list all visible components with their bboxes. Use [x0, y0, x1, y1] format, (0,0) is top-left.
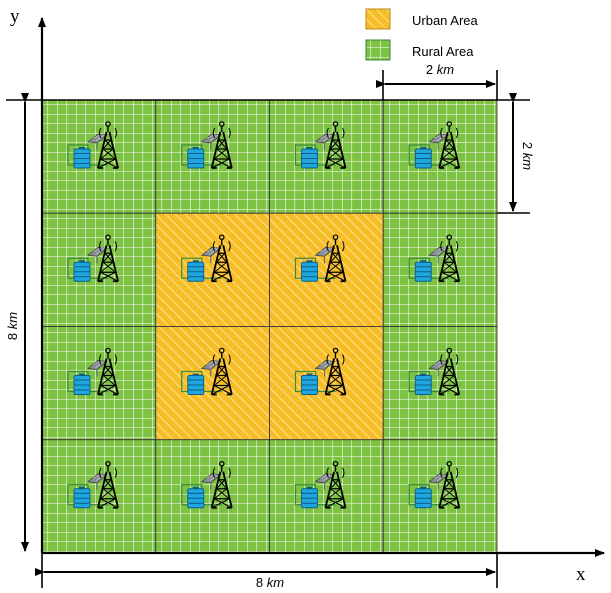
total-width-value: 8: [256, 575, 263, 590]
battery-icon: [187, 259, 205, 282]
legend-urban-label: Urban Area: [412, 13, 479, 28]
battery-icon: [414, 146, 432, 169]
cell-height-value: 2: [520, 142, 535, 149]
urban-area-cell: [269, 326, 384, 441]
rural-area-cell: [269, 99, 384, 214]
legend: Urban Area Rural Area: [365, 8, 479, 61]
battery-icon: [187, 146, 205, 169]
battery-icon: [187, 373, 205, 395]
battery-icon: [414, 373, 432, 395]
total-width-unit: km: [267, 575, 285, 590]
svg-text:2 km: 2 km: [426, 62, 454, 77]
rural-area-cell: [41, 326, 157, 441]
battery-icon: [301, 486, 318, 509]
total-height-dimension: 8 km: [5, 93, 29, 552]
svg-text:8 km: 8 km: [256, 575, 284, 590]
rural-area-cell: [41, 212, 157, 327]
battery-icon: [301, 146, 318, 169]
total-height-unit: km: [5, 312, 20, 330]
svg-text:8 km: 8 km: [5, 312, 20, 340]
battery-icon: [73, 146, 91, 169]
total-width-dimension: 8 km: [35, 568, 496, 590]
rural-area-cell: [269, 439, 384, 554]
svg-text:2 km: 2 km: [520, 142, 535, 170]
rural-area-cell: [382, 212, 498, 327]
battery-icon: [414, 259, 432, 282]
rural-area-cell: [155, 99, 270, 214]
cell-height-dimension: 2 km: [509, 93, 535, 212]
x-axis-label: x: [576, 564, 586, 585]
cell-width-dimension: 2 km: [376, 62, 496, 88]
battery-icon: [187, 486, 205, 509]
rural-area-cell: [41, 99, 157, 214]
cell-height-unit: km: [520, 153, 535, 171]
legend-rural-label: Rural Area: [412, 44, 474, 59]
battery-icon: [414, 486, 432, 509]
rural-area-cell: [382, 439, 498, 554]
rural-area-cell: [155, 439, 270, 554]
urban-area-cell: [155, 212, 270, 327]
y-axis-label: y: [10, 6, 20, 27]
battery-icon: [73, 486, 91, 509]
battery-icon: [73, 259, 91, 282]
total-height-value: 8: [5, 333, 20, 340]
rural-area-cell: [382, 99, 498, 214]
cell-width-value: 2: [426, 62, 433, 77]
rural-area-cell: [41, 439, 157, 554]
cell-width-unit: km: [437, 62, 455, 77]
rural-area-cell: [382, 326, 498, 441]
legend-urban-swatch: [365, 8, 391, 30]
urban-area-cell: [269, 212, 384, 327]
battery-icon: [301, 259, 318, 282]
battery-icon: [73, 373, 91, 395]
urban-area-cell: [155, 326, 270, 441]
battery-icon: [301, 373, 318, 395]
legend-rural-swatch: [365, 39, 391, 61]
